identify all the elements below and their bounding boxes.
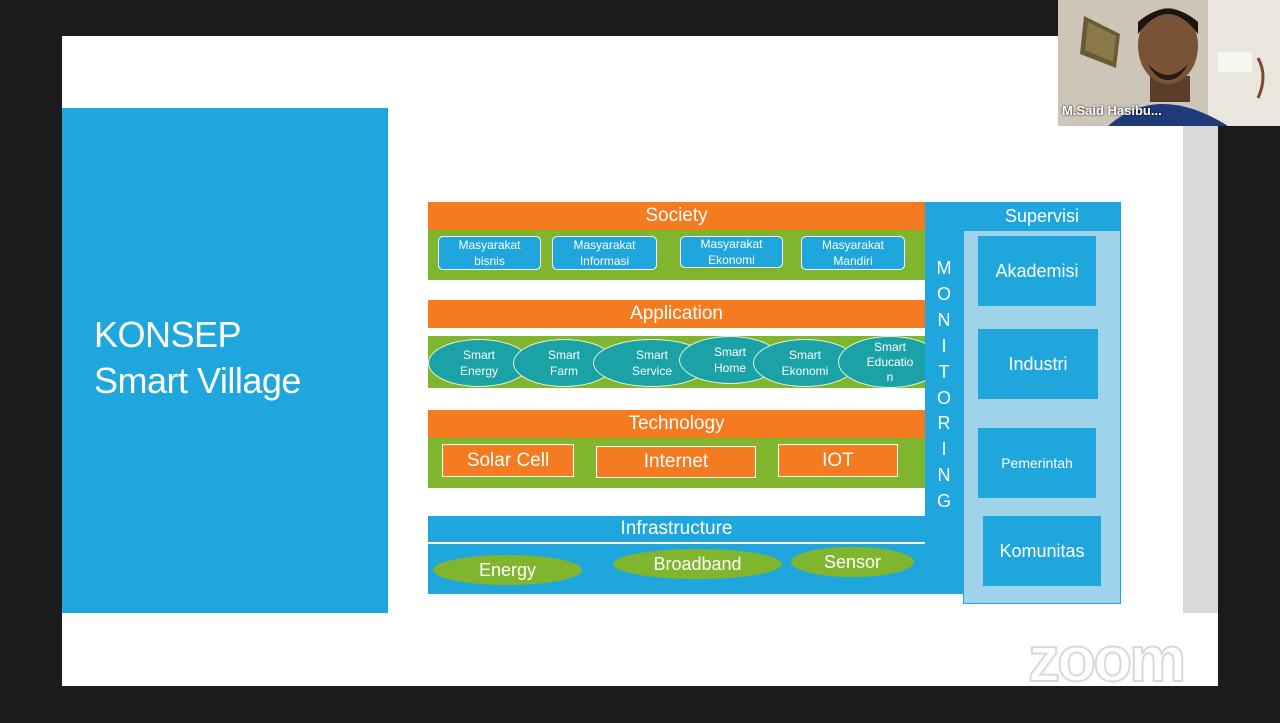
slide-title-line1: KONSEP	[94, 314, 242, 355]
zoom-watermark: zoom	[1027, 622, 1187, 696]
title-panel	[62, 108, 388, 613]
infrastructure-label: Infrastructure	[620, 518, 733, 539]
infrastructure-item: Broadband	[613, 549, 782, 579]
monitoring-letter: R	[937, 413, 951, 434]
monitoring-letter: M	[936, 258, 952, 278]
monitoring-letter: O	[936, 387, 951, 408]
participant-name: M.Said Hasibu...	[1062, 103, 1162, 118]
supervisi-item: Pemerintah	[978, 428, 1096, 498]
supervisi-label: Supervisi	[1004, 205, 1080, 226]
technology-item: Solar Cell	[442, 444, 574, 477]
society-header: Society	[428, 202, 925, 230]
application-header: Application	[428, 300, 925, 328]
slide-title: KONSEP Smart Village	[94, 312, 301, 404]
slide-title-line2: Smart Village	[94, 360, 301, 401]
monitoring-letter: N	[937, 309, 951, 330]
slide-edge	[1183, 126, 1218, 613]
supervisi-header: Supervisi	[963, 202, 1121, 230]
supervisi-item: Komunitas	[983, 516, 1101, 586]
participant-video[interactable]: M.Said Hasibu...	[1058, 0, 1280, 126]
technology-header: Technology	[428, 410, 925, 438]
monitoring-letter: G	[936, 491, 951, 512]
monitoring-letter: O	[936, 283, 951, 304]
monitoring-letter: I	[941, 335, 947, 356]
society-label: Society	[645, 205, 708, 226]
monitoring-letter: I	[941, 439, 947, 460]
participant-video-image	[1058, 0, 1280, 126]
application-label: Application	[630, 303, 723, 324]
technology-label: Technology	[628, 413, 725, 434]
infrastructure-item: Energy	[433, 555, 582, 585]
technology-item: IOT	[778, 444, 898, 477]
infrastructure-item: Sensor	[791, 547, 914, 577]
supervisi-item: Industri	[978, 329, 1098, 399]
technology-item: Internet	[596, 446, 756, 478]
monitoring-letter: T	[938, 361, 950, 382]
monitoring-column: M O N I T O R I N G	[925, 202, 963, 594]
infrastructure-header: Infrastructure	[428, 516, 925, 543]
supervisi-item: Akademisi	[978, 236, 1096, 306]
monitoring-letter: N	[937, 465, 951, 486]
